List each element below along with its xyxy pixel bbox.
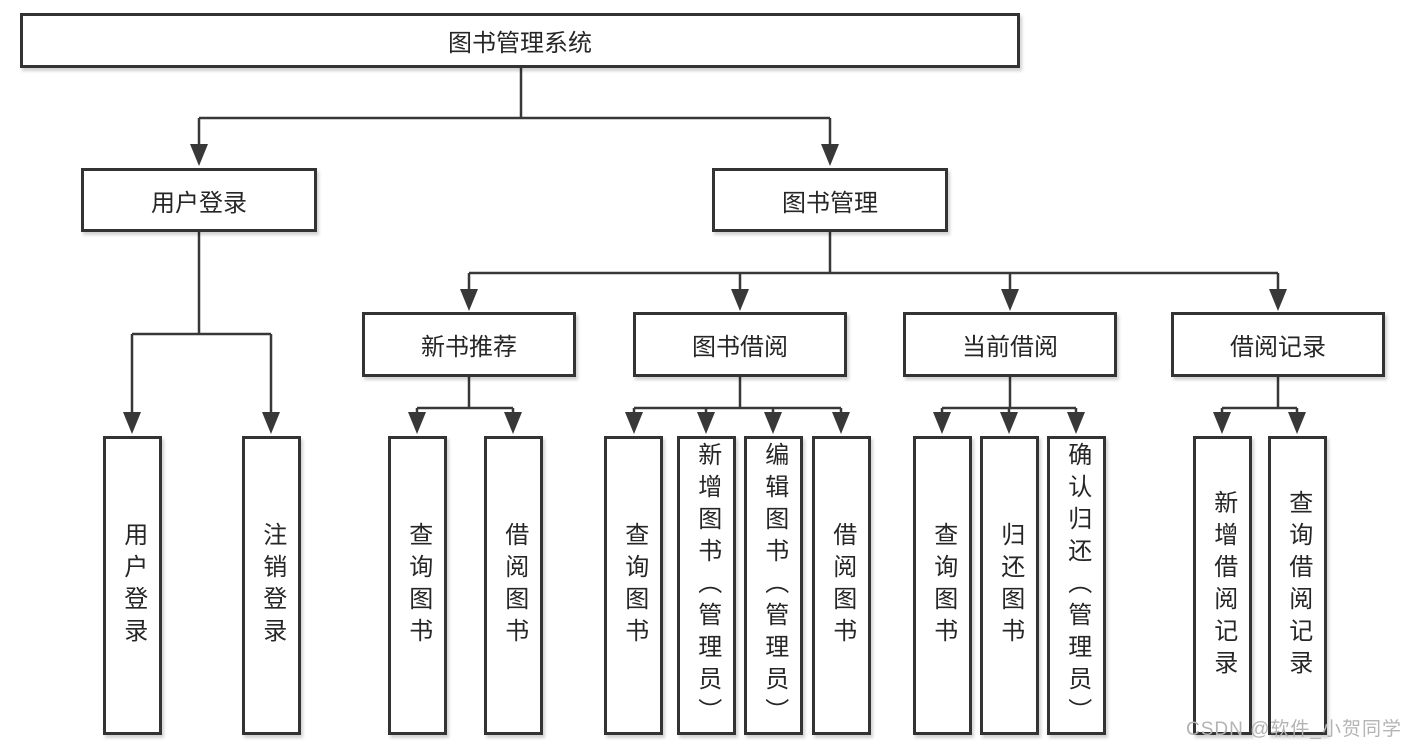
leaf-add-book-admin: 新增图书（管理员）	[677, 436, 736, 735]
leaf-user-login: 用户登录	[103, 436, 162, 735]
leaf-borrow-books: 借阅图书	[812, 436, 871, 735]
leaf-add-borrow-record: 新增借阅记录	[1193, 436, 1252, 735]
leaf-query-borrow-record: 查询借阅记录	[1268, 436, 1327, 735]
node-book-management: 图书管理	[712, 168, 948, 232]
node-book-borrow: 图书借阅	[633, 312, 847, 377]
node-library-system: 图书管理系统	[20, 13, 1020, 68]
leaf-recommend-query-books: 查询图书	[388, 436, 447, 735]
leaf-confirm-return-admin: 确认归还（管理员）	[1047, 436, 1106, 735]
csdn-watermark: CSDN @软件_小贺同学	[1186, 719, 1402, 740]
leaf-recommend-borrow-books: 借阅图书	[484, 436, 543, 735]
node-new-book-recommend: 新书推荐	[362, 312, 576, 377]
leaf-return-books: 归还图书	[980, 436, 1039, 735]
node-borrow-records: 借阅记录	[1171, 312, 1385, 377]
node-current-borrow: 当前借阅	[903, 312, 1117, 377]
leaf-current-query-books: 查询图书	[913, 436, 972, 735]
leaf-borrow-query-books: 查询图书	[604, 436, 663, 735]
node-user-login: 用户登录	[81, 168, 317, 232]
leaf-edit-book-admin: 编辑图书（管理员）	[744, 436, 803, 735]
leaf-logout: 注销登录	[242, 436, 301, 735]
